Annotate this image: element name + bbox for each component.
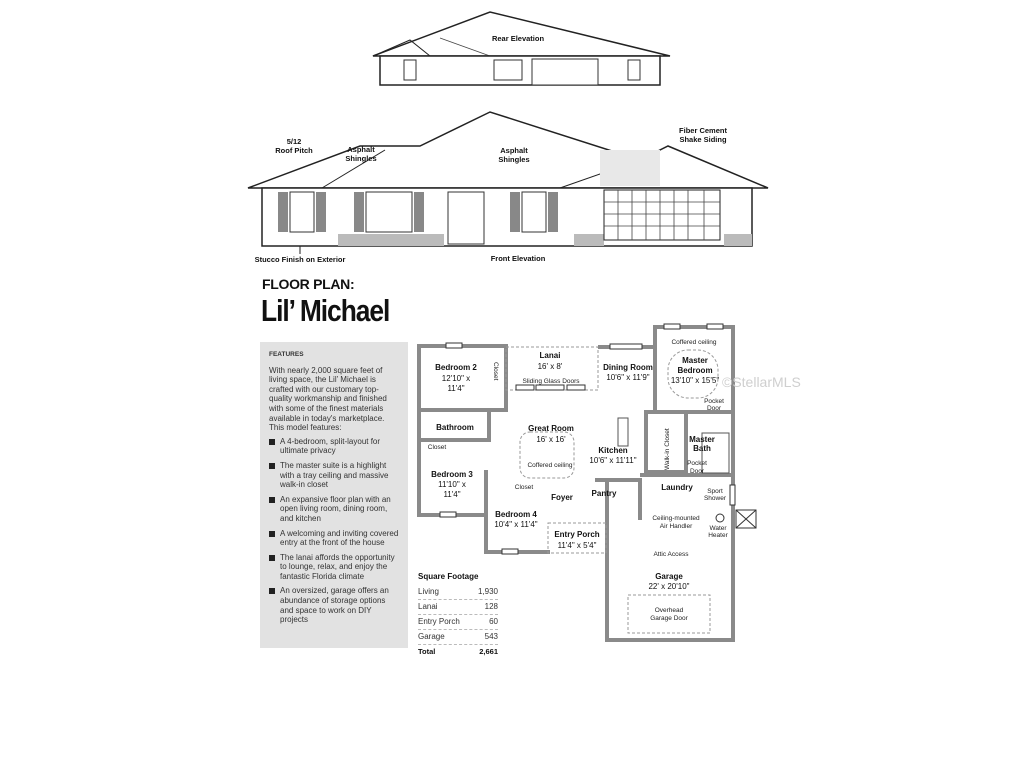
rear-elevation-label: Rear Elevation <box>492 34 545 43</box>
air-handler-label: Air Handler <box>660 523 693 530</box>
room-foyer: Foyer <box>551 493 573 502</box>
shingles-label: Asphalt <box>347 145 375 154</box>
sqft-total-row: Total 2,661 <box>418 646 498 659</box>
room-dim: 22' x 20'10" <box>648 582 689 591</box>
coffered-label: Coffered ceiling <box>671 339 716 346</box>
garage-door-label: Overhead <box>655 607 684 614</box>
sqft-label: Entry Porch <box>418 617 460 626</box>
features-intro: With nearly 2,000 square feet of living … <box>269 365 387 433</box>
room-dim: 11'4" <box>447 384 464 393</box>
roof-pitch-label: Roof Pitch <box>275 146 313 155</box>
square-footage-table: Square Footage Living 1,930 Lanai 128 Entr… <box>418 572 498 660</box>
floor-plan: Bedroom 2 12'10" x 11'4" Closet Lanai 16… <box>417 323 757 642</box>
square-footage-heading: Square Footage <box>418 572 479 581</box>
sport-shower-label: Sport <box>707 488 723 495</box>
room-kitchen: Kitchen <box>598 446 627 455</box>
sqft-label: Garage <box>418 632 445 641</box>
feature-item: The lanai affords the opportunity to lou… <box>269 553 400 582</box>
room-dim: 10'4" x 11'4" <box>494 520 537 529</box>
room-master-bath: Master <box>689 435 715 444</box>
sport-shower-label: Shower <box>704 495 727 502</box>
room-garage: Garage <box>655 572 683 581</box>
stucco-label: Stucco Finish on Exterior <box>255 255 346 264</box>
walk-in-closet-label: Walk-in Closet <box>664 428 671 470</box>
sqft-value: 1,930 <box>477 587 498 596</box>
room-pantry: Pantry <box>592 489 617 498</box>
room-lanai: Lanai <box>540 351 561 360</box>
feature-item: An expansive floor plan with an open liv… <box>269 495 400 524</box>
room-dim: 10'6" x 11'9" <box>606 373 649 382</box>
model-title: Lil’ Michael <box>261 293 390 328</box>
siding-label: Fiber Cement <box>679 126 727 135</box>
sqft-value: 2,661 <box>479 647 498 656</box>
water-heater-label: Heater <box>708 532 728 539</box>
room-dining: Dining Room <box>603 363 653 372</box>
coffered-label: Coffered ceiling <box>527 462 572 469</box>
room-dim: 11'4" x 5'4" <box>558 541 597 550</box>
water-heater-label: Water <box>709 525 727 532</box>
room-dim: 16' x 16' <box>536 435 566 444</box>
pocket-door-label: Door <box>690 468 705 475</box>
room-master-bath: Bath <box>693 444 711 453</box>
sliding-doors-label: Sliding Glass Doors <box>522 378 580 385</box>
pocket-door-label: Pocket <box>687 460 707 467</box>
pocket-door-label: Pocket <box>704 398 724 405</box>
room-master-bedroom: Master <box>682 356 708 365</box>
shingles-label: Asphalt <box>500 146 528 155</box>
sqft-value: 60 <box>489 617 498 626</box>
air-handler-label: Ceiling-mounted <box>652 515 700 522</box>
sqft-label: Total <box>418 647 436 656</box>
closet-label: Closet <box>492 362 499 381</box>
room-dim: 12'10" x <box>442 374 470 383</box>
closet-label: Closet <box>515 484 534 491</box>
garage-door-label: Garage Door <box>650 615 688 622</box>
feature-item: A welcoming and inviting covered entry a… <box>269 529 400 548</box>
sqft-row: Lanai 128 <box>418 601 498 615</box>
room-bedroom-3: Bedroom 3 <box>431 470 473 479</box>
sqft-row: Living 1,930 <box>418 586 498 600</box>
room-laundry: Laundry <box>661 483 693 492</box>
watermark: ©StellarMLS <box>722 374 801 390</box>
sqft-row: Entry Porch 60 <box>418 616 498 630</box>
feature-item: The master suite is a highlight with a t… <box>269 461 400 490</box>
room-dim: 11'10" x <box>438 480 466 489</box>
roof-pitch-label: 5/12 <box>287 137 302 146</box>
floor-plan-kicker: FLOOR PLAN: <box>262 276 355 292</box>
rear-elevation: Rear Elevation <box>372 11 671 86</box>
pocket-door-label: Door <box>707 405 722 412</box>
features-panel: FEATURES With nearly 2,000 square feet o… <box>260 342 408 648</box>
sqft-row: Garage 543 <box>418 631 498 645</box>
closet-label: Closet <box>428 444 447 451</box>
sqft-value: 128 <box>484 602 498 611</box>
room-great-room: Great Room <box>528 424 574 433</box>
features-heading: FEATURES <box>269 351 304 358</box>
shingles-label: Shingles <box>345 154 376 163</box>
room-bathroom: Bathroom <box>436 423 474 432</box>
room-bedroom-4: Bedroom 4 <box>495 510 537 519</box>
attic-access-label: Attic Access <box>653 551 689 558</box>
sqft-label: Living <box>418 587 439 596</box>
front-elevation: 5/12 Roof Pitch Asphalt Shingles Asphalt… <box>247 111 769 264</box>
sqft-label: Lanai <box>418 602 438 611</box>
sqft-value: 543 <box>484 632 498 641</box>
room-dim: 13'10" x 15'5" <box>671 376 719 385</box>
shingles-label: Shingles <box>498 155 529 164</box>
room-dim: 11'4" <box>443 490 460 499</box>
features-list: A 4-bedroom, split-layout for ultimate p… <box>269 437 400 625</box>
room-master-bedroom: Bedroom <box>677 366 712 375</box>
siding-label: Shake Siding <box>679 135 727 144</box>
room-bedroom-2: Bedroom 2 <box>435 363 477 372</box>
room-dim: 16' x 8' <box>538 362 563 371</box>
feature-item: An oversized, garage offers an abundance… <box>269 586 400 624</box>
room-entry-porch: Entry Porch <box>554 530 599 539</box>
front-elevation-label: Front Elevation <box>491 254 546 263</box>
room-dim: 10'6" x 11'11" <box>589 456 636 465</box>
feature-item: A 4-bedroom, split-layout for ultimate p… <box>269 437 400 456</box>
